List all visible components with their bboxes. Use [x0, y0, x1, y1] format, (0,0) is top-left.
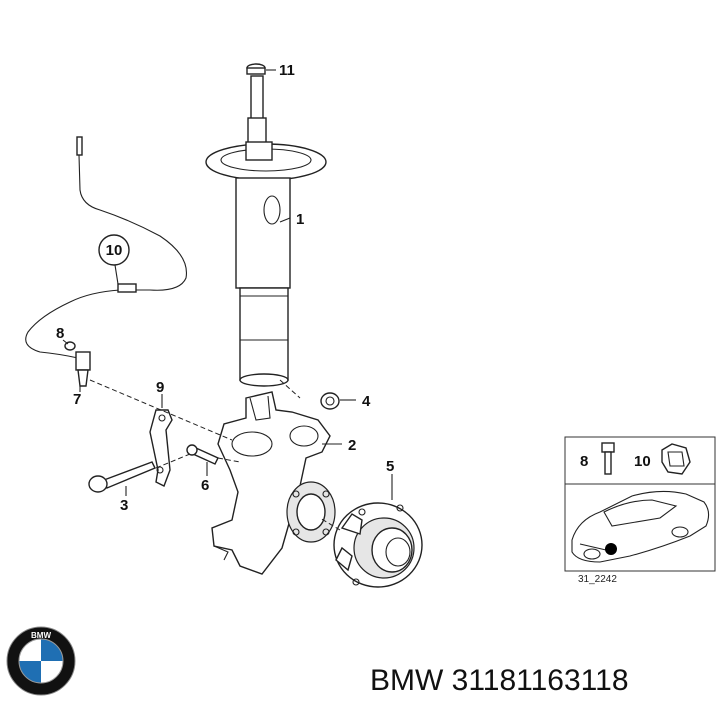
- callout-9: 9: [156, 379, 164, 396]
- part-4-bushing: [320, 392, 340, 410]
- callout-5: 5: [386, 458, 394, 475]
- inset-label-10: 10: [634, 453, 651, 470]
- callout-labels: 11 1 4 2 5 3 6 7 8 9 10: [56, 62, 394, 514]
- bolt-6: [186, 444, 219, 465]
- inset-panel: 8 10 31_2242: [564, 436, 716, 585]
- bmw-logo: BMW: [6, 626, 76, 696]
- car-icon: [571, 490, 710, 563]
- steering-knuckle: [211, 391, 336, 575]
- callout-10-circle: [98, 234, 130, 266]
- callout-10: 10: [106, 242, 123, 259]
- callout-7: 7: [73, 391, 81, 408]
- clip-icon: [661, 443, 691, 475]
- callout-1: 1: [296, 211, 304, 228]
- strut-assembly: [205, 63, 327, 387]
- callout-8: 8: [56, 325, 64, 342]
- wheel-hub: [333, 502, 423, 588]
- alignment-lines: [89, 379, 341, 531]
- callout-2: 2: [348, 437, 356, 454]
- inset-label-8: 8: [580, 453, 588, 470]
- callout-4: 4: [362, 393, 371, 410]
- leader-lines: [62, 69, 393, 500]
- location-marker: [605, 543, 617, 555]
- bolt-3: [88, 461, 156, 493]
- bolt-icon: [601, 442, 615, 475]
- part-number-caption: BMW 31181163118: [370, 664, 629, 697]
- diagram-code: 31_2242: [578, 574, 617, 585]
- svg-text:BMW: BMW: [31, 631, 51, 640]
- callout-6: 6: [201, 477, 209, 494]
- callout-3: 3: [120, 497, 128, 514]
- callout-11: 11: [279, 62, 295, 79]
- bracket-9: [149, 409, 173, 487]
